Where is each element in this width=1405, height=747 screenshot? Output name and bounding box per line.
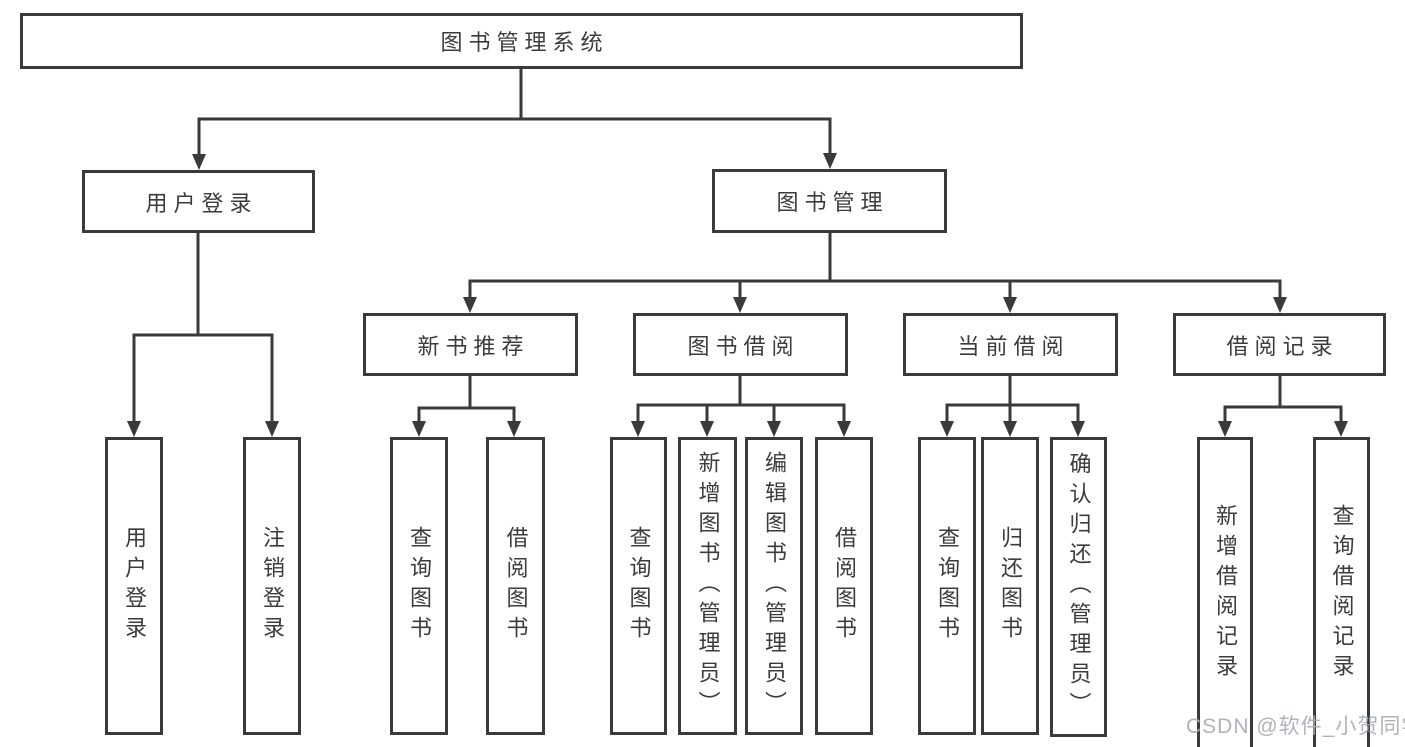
node-leaf-newbook-query: 查询图书	[390, 437, 448, 735]
node-current-borrowing: 当前借阅	[903, 313, 1118, 376]
node-leaf-borrow-add-admin-label: 新增图书（管理员）	[695, 451, 721, 721]
node-user-login-label: 用户登录	[145, 190, 258, 216]
node-user-login: 用户登录	[82, 170, 315, 233]
csdn-watermark: CSDN @软件_小贺同学	[1186, 715, 1405, 738]
node-leaf-borrow-book-label: 借阅图书	[832, 526, 857, 646]
node-library-system-label: 图书管理系统	[440, 30, 609, 55]
node-leaf-user-login-label: 用户登录	[122, 526, 147, 646]
node-leaf-record-query: 查询借阅记录	[1313, 437, 1370, 747]
node-leaf-confirm-return-admin: 确认归还（管理员）	[1050, 437, 1107, 737]
node-leaf-current-query-label: 查询图书	[935, 526, 960, 646]
node-book-borrowing: 图书借阅	[633, 313, 848, 376]
node-leaf-borrow-add-admin: 新增图书（管理员）	[678, 437, 737, 735]
node-book-management-label: 图书管理	[776, 190, 889, 215]
node-leaf-record-add: 新增借阅记录	[1197, 437, 1253, 747]
node-leaf-newbook-borrow: 借阅图书	[486, 437, 545, 735]
node-leaf-record-query-label: 查询借阅记录	[1329, 504, 1355, 684]
node-leaf-borrow-query: 查询图书	[610, 437, 667, 735]
node-borrowing-records: 借阅记录	[1173, 313, 1386, 376]
node-library-system: 图书管理系统	[20, 13, 1023, 69]
node-leaf-borrow-query-label: 查询图书	[626, 526, 652, 646]
node-leaf-return-book-label: 归还图书	[998, 526, 1023, 646]
node-book-borrowing-label: 图书借阅	[687, 333, 800, 359]
node-leaf-logout-label: 注销登录	[260, 526, 285, 646]
node-new-book-recommend-label: 新书推荐	[417, 333, 530, 359]
node-leaf-logout: 注销登录	[243, 437, 301, 735]
node-leaf-borrow-book: 借阅图书	[815, 437, 873, 735]
node-leaf-current-query: 查询图书	[918, 437, 976, 735]
node-current-borrowing-label: 当前借阅	[957, 333, 1070, 359]
node-leaf-newbook-query-label: 查询图书	[407, 526, 432, 646]
node-leaf-record-add-label: 新增借阅记录	[1213, 504, 1238, 684]
node-leaf-return-book: 归还图书	[981, 437, 1039, 735]
node-borrowing-records-label: 借阅记录	[1226, 333, 1339, 359]
node-leaf-confirm-return-admin-label: 确认归还（管理员）	[1066, 452, 1092, 722]
node-book-management: 图书管理	[712, 169, 947, 233]
node-leaf-borrow-edit-admin: 编辑图书（管理员）	[745, 437, 803, 735]
node-new-book-recommend: 新书推荐	[363, 313, 578, 376]
node-leaf-borrow-edit-admin-label: 编辑图书（管理员）	[762, 451, 787, 721]
node-leaf-newbook-borrow-label: 借阅图书	[503, 526, 529, 646]
node-leaf-user-login: 用户登录	[105, 437, 163, 735]
